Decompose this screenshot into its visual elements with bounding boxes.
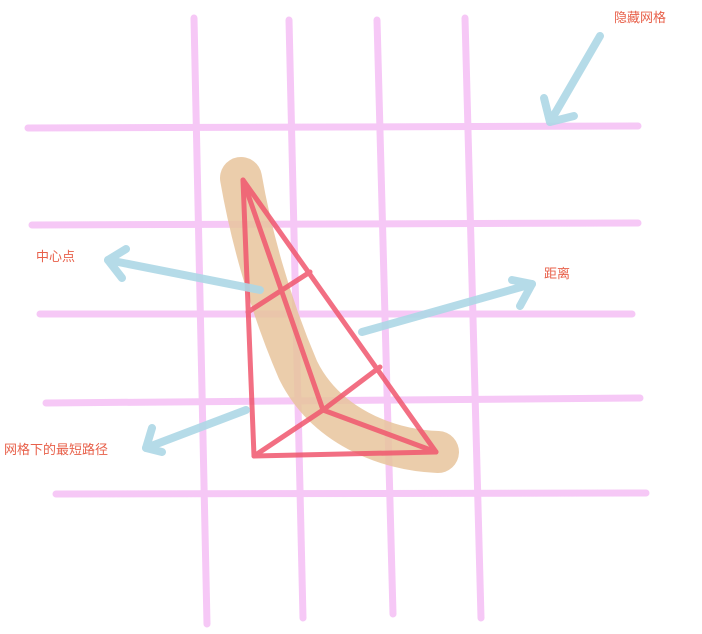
center-point-label: 中心点 — [36, 250, 76, 265]
arrow-hidden-grid — [540, 32, 604, 126]
grid-line — [28, 219, 642, 229]
distance-label: 距离 — [544, 267, 571, 282]
mesh-edge — [245, 269, 313, 315]
hidden-grid-label: 隐藏网格 — [614, 11, 667, 26]
mesh-edge — [251, 407, 326, 459]
triangle-mesh — [240, 177, 439, 459]
arrow-distance — [358, 276, 536, 336]
arrow-shortest-path — [142, 406, 250, 456]
grid-line — [461, 14, 485, 622]
mesh-edge — [320, 407, 439, 455]
hidden-grid — [24, 14, 650, 628]
mesh-edge — [320, 364, 383, 413]
shortest-path-highlight — [220, 157, 459, 473]
grid-line — [190, 14, 211, 628]
annotation-arrows — [104, 32, 604, 456]
mesh-edge — [240, 177, 326, 413]
grid-line — [373, 16, 397, 618]
outer-triangle — [240, 177, 439, 459]
shortest-path-label: 网格下的最短路径 — [4, 443, 109, 458]
grid-line — [24, 122, 642, 132]
arrow-center-point — [104, 245, 264, 294]
grid-line — [52, 489, 650, 498]
